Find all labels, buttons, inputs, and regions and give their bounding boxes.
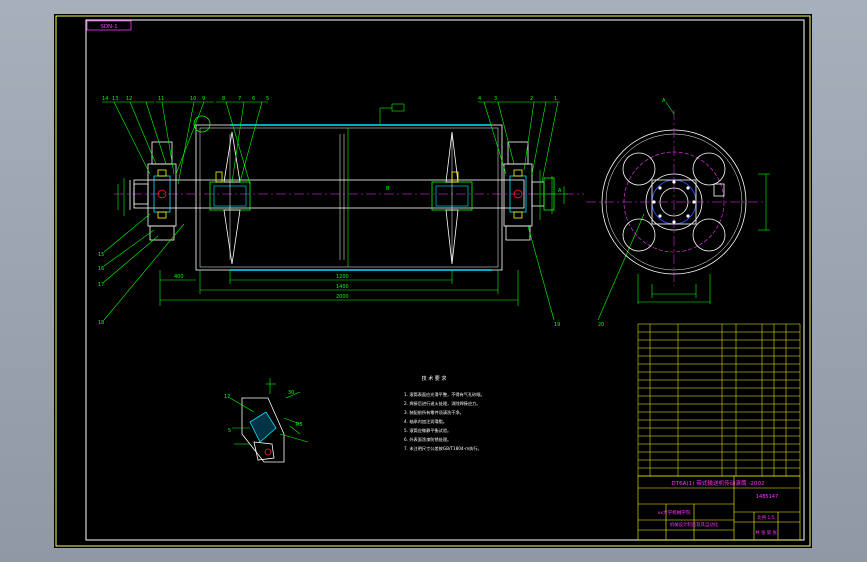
note-line: 1. 滚筒表面应光滑平整，不得有气孔砂眼。 bbox=[404, 391, 485, 398]
svg-text:13: 13 bbox=[112, 96, 118, 102]
svg-text:6: 6 bbox=[252, 96, 255, 102]
svg-text:A: A bbox=[558, 188, 562, 194]
notes-heading: 技 术 要 求 bbox=[422, 375, 447, 382]
svg-text:12: 12 bbox=[126, 96, 132, 102]
svg-text:7: 7 bbox=[238, 96, 241, 102]
svg-text:11: 11 bbox=[158, 96, 164, 102]
svg-text:3: 3 bbox=[494, 96, 497, 102]
drawing-sheet: SDN-1 bbox=[54, 14, 812, 548]
note-line: 7. 未注明尺寸公差按GB/T1804-m执行。 bbox=[404, 445, 482, 452]
weld-detail-view: 12 30 R5 5 bbox=[224, 378, 309, 463]
corner-stamp-text: SDN-1 bbox=[100, 24, 117, 30]
sheet-text: 共 张 第 张 bbox=[755, 529, 777, 536]
right-bearing-housing bbox=[503, 141, 555, 241]
part-numbers: 14 13 12 11 10 9 8 7 6 5 4 3 2 1 15 16 17 18 19 20 bbox=[98, 96, 604, 328]
svg-text:17: 17 bbox=[98, 282, 104, 288]
svg-text:30: 30 bbox=[288, 390, 294, 396]
technical-notes: 技 术 要 求 1. 滚筒表面应光滑平整，不得有气孔砂眼。 2. 焊接后进行退火… bbox=[404, 375, 485, 452]
corner-stamp: SDN-1 bbox=[86, 20, 132, 31]
note-line: 4. 轴承内加注润滑脂。 bbox=[404, 418, 447, 425]
svg-text:10: 10 bbox=[190, 96, 196, 102]
title-block: DT6A(1) 带式输送机传动滚筒 -2002 1485147 xx大学机械学院… bbox=[637, 475, 801, 541]
svg-text:2: 2 bbox=[530, 96, 533, 102]
detail-circle bbox=[193, 115, 211, 133]
svg-text:1400: 1400 bbox=[336, 284, 349, 290]
inner-border bbox=[85, 19, 805, 541]
left-bearing-housing bbox=[129, 141, 177, 241]
svg-text:400: 400 bbox=[174, 274, 184, 280]
svg-text:18: 18 bbox=[98, 320, 104, 326]
outer-border bbox=[55, 15, 811, 547]
svg-text:9: 9 bbox=[202, 96, 205, 102]
note-line: 2. 焊接后进行退火处理，消除焊接应力。 bbox=[404, 400, 481, 407]
svg-text:20: 20 bbox=[598, 322, 604, 328]
company-name-2: 机械设计制造及其自动化 bbox=[670, 521, 719, 528]
note-line: 5. 滚筒应做静平衡试验。 bbox=[404, 427, 451, 434]
svg-text:1200: 1200 bbox=[336, 274, 349, 280]
dimension-lines bbox=[117, 128, 568, 306]
svg-text:5: 5 bbox=[266, 96, 269, 102]
drum-section-view: 14 13 12 11 10 9 8 7 6 5 4 3 2 1 15 16 17 18 19 20 bbox=[98, 96, 645, 328]
svg-text:B: B bbox=[386, 186, 390, 192]
drawing-canvas: SDN-1 bbox=[55, 15, 811, 547]
svg-text:19: 19 bbox=[554, 322, 560, 328]
svg-text:R5: R5 bbox=[296, 422, 303, 428]
svg-text:15: 15 bbox=[98, 252, 104, 258]
svg-text:2000: 2000 bbox=[336, 294, 349, 300]
company-name: xx大学机械学院 bbox=[657, 509, 690, 516]
drawing-title: DT6A(1) 带式输送机传动滚筒 -2002 bbox=[671, 479, 764, 487]
svg-text:4: 4 bbox=[478, 96, 481, 102]
parts-list bbox=[637, 323, 801, 477]
svg-text:14: 14 bbox=[102, 96, 108, 102]
dimension-texts: 1200 1400 2000 400 A B bbox=[174, 186, 562, 300]
svg-text:5: 5 bbox=[228, 428, 231, 434]
note-line: 3. 装配前所有零件须清洗干净。 bbox=[404, 409, 464, 416]
svg-text:1: 1 bbox=[554, 96, 557, 102]
drum-shell bbox=[195, 124, 503, 271]
svg-text:8: 8 bbox=[222, 96, 225, 102]
drawing-number: 1485147 bbox=[756, 494, 778, 500]
leader-lines bbox=[102, 101, 645, 321]
svg-text:A: A bbox=[662, 98, 666, 104]
svg-text:16: 16 bbox=[98, 266, 104, 272]
note-line: 6. 外表面涂漆防锈处理。 bbox=[404, 436, 451, 443]
svg-text:12: 12 bbox=[224, 394, 230, 400]
scale-text: 比例 1:5 bbox=[757, 514, 774, 521]
drum-side-view: A bbox=[586, 98, 770, 304]
